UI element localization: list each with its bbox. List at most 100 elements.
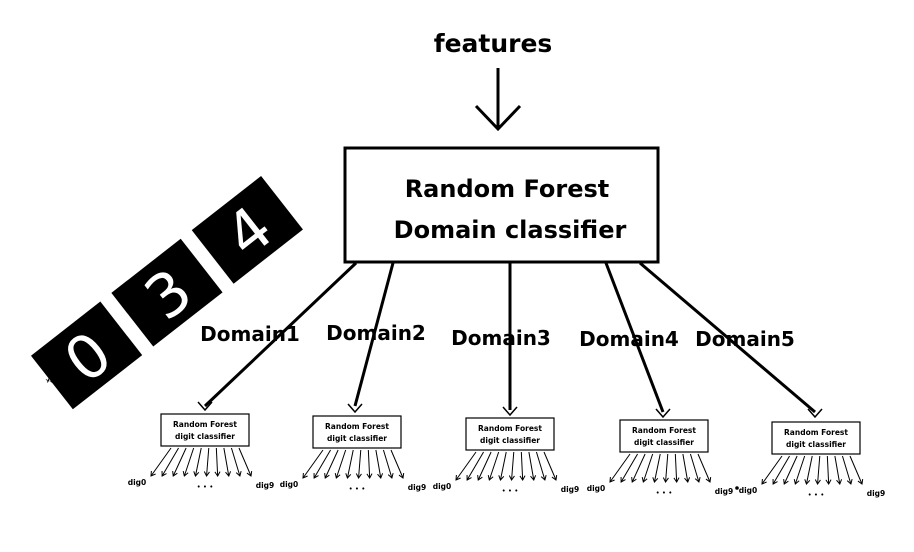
leaf-label-first: dig0 <box>280 480 299 489</box>
leaf-arrowhead <box>652 477 659 483</box>
domain-label-1: Domain1 <box>200 322 300 346</box>
leaf-arrow <box>834 455 841 485</box>
leaf-arrowhead <box>334 473 341 479</box>
leaf-arrowhead <box>203 471 210 477</box>
leaf-label-last: dig9 <box>561 485 580 494</box>
leaf-arrowhead <box>377 473 384 479</box>
leaf-arrowhead <box>825 479 832 485</box>
leaf-arrowhead <box>673 477 680 483</box>
leaf-arrow <box>488 451 500 481</box>
digit-classifier-box <box>619 419 709 453</box>
leaf-arrowhead <box>387 473 394 479</box>
leaf-label-last: dig9 <box>715 487 734 496</box>
digit-classifier-line1: Random Forest <box>173 420 237 429</box>
leaf-arrowhead <box>214 471 221 477</box>
leaf-arrow <box>665 453 669 483</box>
digit-classifier-line2: digit classifier <box>634 438 694 447</box>
leaf-arrowhead <box>487 475 494 481</box>
leaf-arrow <box>528 451 535 481</box>
leaf-arrowhead <box>530 475 537 481</box>
leaf-arrow <box>631 453 646 483</box>
leaf-arrow <box>215 447 219 477</box>
digit-classifier-line1: Random Forest <box>632 426 696 435</box>
leaf-arrow <box>367 449 371 479</box>
leaf-arrow <box>346 449 354 479</box>
leaf-arrow <box>194 447 202 477</box>
leaf-arrowhead <box>705 476 712 483</box>
domain-label-2: Domain2 <box>326 321 426 345</box>
leaf-arrows <box>302 449 405 479</box>
leaf-arrow <box>682 453 689 483</box>
leaf-arrowhead <box>846 479 853 485</box>
leaf-arrowhead <box>836 479 843 485</box>
leaf-arrowhead <box>772 478 778 485</box>
leaf-ellipsis: • • • <box>808 491 825 499</box>
leaf-arrow <box>826 455 830 485</box>
mnist-samples: 0 3 4 <box>24 157 326 416</box>
leaf-arrow <box>183 447 195 477</box>
digit-classifier-line2: digit classifier <box>480 436 540 445</box>
leaf-ellipsis: • • • <box>349 485 366 493</box>
leaf-arrowhead <box>631 476 637 483</box>
leaf-arrow <box>511 451 515 481</box>
leaf-arrowhead <box>609 476 615 483</box>
leaf-arrow <box>535 451 546 481</box>
leaf-arrowhead <box>398 472 405 479</box>
leaf-arrowhead <box>150 470 156 477</box>
digit-tile-0: 0 <box>30 301 143 410</box>
leaf-arrow <box>620 453 638 483</box>
leaf-arrow <box>674 453 678 483</box>
leaf-arrowhead <box>551 474 558 481</box>
digit-classifier-line1: Random Forest <box>784 428 848 437</box>
digit-tile-4: 4 <box>191 175 303 284</box>
leaf-label-first: dig0 <box>128 478 147 487</box>
domain-classifier-line1: Random Forest <box>405 175 610 203</box>
leaf-arrowhead <box>620 476 626 483</box>
domain-label-5: Domain5 <box>695 327 795 351</box>
digit-classifiers: Random Forest digit classifier dig0 dig9 • •… <box>128 413 885 499</box>
leaf-arrow <box>302 449 324 479</box>
leaf-label-first: dig0 <box>739 486 758 495</box>
leaf-arrowhead <box>641 477 648 483</box>
leaf-arrows <box>455 451 558 481</box>
digit-classifier-line1: Random Forest <box>325 422 389 431</box>
leaf-arrow <box>520 451 524 481</box>
features-arrow <box>474 68 522 132</box>
leaf-arrows <box>150 447 253 477</box>
separator-dot <box>735 486 739 490</box>
leaf-arrow <box>841 455 852 485</box>
leaf-arrow <box>238 447 252 477</box>
leaf-arrow <box>161 447 179 477</box>
digit-classifier-box <box>160 413 250 447</box>
leaf-arrowhead <box>793 479 800 485</box>
digit-tile-3: 3 <box>111 238 223 347</box>
features-label: features <box>434 29 553 58</box>
leaf-arrow <box>817 455 821 485</box>
leaf-arrowhead <box>161 470 167 477</box>
leaf-arrowhead <box>814 479 821 485</box>
leaf-arrowhead <box>313 472 319 479</box>
leaf-arrow <box>653 453 661 483</box>
leaf-arrowhead <box>246 470 253 477</box>
leaf-arrowhead <box>324 472 330 479</box>
leaf-arrow <box>761 455 783 485</box>
leaf-arrow <box>772 455 790 485</box>
leaf-arrowhead <box>694 477 701 483</box>
digit-classifier-line2: digit classifier <box>175 432 235 441</box>
branch-arrowheads <box>197 401 823 419</box>
leaf-arrowhead <box>498 475 505 481</box>
leaf-ellipsis: • • • <box>197 483 214 491</box>
leaf-arrow <box>335 449 347 479</box>
leaf-arrowhead <box>519 475 526 481</box>
domain-label-3: Domain3 <box>451 326 551 350</box>
leaf-arrowhead <box>761 478 767 485</box>
digit-classifier-line2: digit classifier <box>327 434 387 443</box>
leaf-arrowhead <box>857 478 864 485</box>
leaf-arrow <box>543 451 557 481</box>
leaf-arrow <box>642 453 654 483</box>
leaf-arrow <box>230 447 241 477</box>
leaf-arrowhead <box>466 474 472 481</box>
